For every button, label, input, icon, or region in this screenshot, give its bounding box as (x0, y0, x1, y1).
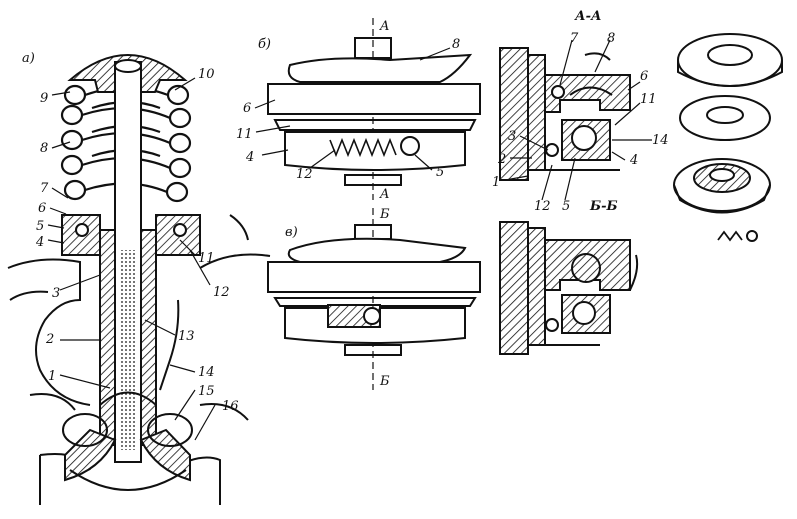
callout-aa-6: 6 (640, 69, 648, 84)
callout-aa-2: 2 (497, 152, 506, 167)
callout-a-11: 11 (198, 251, 215, 266)
panel-a-section-view (7, 54, 271, 505)
callout-aa-3: 3 (508, 129, 516, 144)
callout-aa-14: 14 (652, 133, 669, 148)
panel-v-view (267, 208, 481, 390)
panel-b-view (254, 18, 481, 200)
exploded-retainer-plate (677, 33, 783, 87)
callout-aa-1: 1 (492, 175, 500, 190)
callout-aa-11: 11 (640, 92, 657, 107)
callout-a-15: 15 (198, 384, 215, 399)
panel-b-title: б) (258, 37, 271, 52)
marker-b-bottom: Б (379, 374, 390, 389)
marker-a-top: A (379, 19, 389, 34)
exploded-rotator-body (673, 158, 771, 214)
callout-aa-7: 7 (570, 31, 579, 46)
valve-guide (99, 229, 116, 446)
callout-a-5: 5 (36, 219, 44, 234)
exploded-parts (673, 33, 783, 242)
callout-a-3: 3 (52, 286, 60, 301)
callout-b-11: 11 (236, 127, 253, 142)
section-aa-view (499, 39, 652, 201)
callout-b-6: 6 (243, 101, 251, 116)
callout-a-16: 16 (222, 399, 239, 414)
marker-a-bottom: A (379, 187, 389, 202)
callout-a-8: 8 (40, 141, 48, 156)
callout-a-6: 6 (38, 201, 46, 216)
callout-a-4: 4 (35, 235, 44, 250)
panel-b-labels: б) A 8 6 11 4 12 5 A (236, 19, 460, 202)
callout-a-2: 2 (45, 332, 54, 347)
section-aa-labels: А-А 7 8 6 11 3 14 2 4 1 12 5 (492, 9, 669, 214)
exploded-spring-and-ball (717, 230, 758, 242)
panel-a-labels: а) 9 10 8 7 6 5 4 11 3 12 2 13 1 14 15 1… (22, 51, 239, 414)
callout-a-9: 9 (40, 91, 48, 106)
panel-v-labels: в) Б Б (285, 207, 390, 389)
stem-cavity (121, 250, 135, 450)
valve-head (64, 428, 117, 482)
rotator-spring-b (329, 137, 397, 158)
callout-a-1: 1 (48, 369, 56, 384)
callout-aa-4: 4 (629, 153, 638, 168)
section-bb-title: Б-Б (589, 199, 618, 214)
panel-a-title: а) (22, 51, 35, 66)
callout-aa-12: 12 (534, 199, 551, 214)
callout-a-12: 12 (213, 285, 230, 300)
callout-b-12: 12 (296, 167, 313, 182)
marker-b-top: Б (379, 207, 390, 222)
callout-a-14: 14 (198, 365, 215, 380)
callout-b-4: 4 (245, 150, 254, 165)
callout-aa-5: 5 (562, 199, 570, 214)
panel-v-title: в) (285, 225, 298, 240)
section-aa-title: А-А (574, 9, 602, 24)
section-bb-view (499, 221, 639, 355)
callout-b-5: 5 (436, 165, 444, 180)
panel-a-leaders (47, 77, 216, 441)
callout-a-7: 7 (40, 181, 49, 196)
callout-aa-8: 8 (607, 31, 615, 46)
callout-a-13: 13 (178, 329, 195, 344)
callout-b-8: 8 (452, 37, 460, 52)
callout-a-10: 10 (198, 67, 215, 82)
exploded-spring-washer (679, 95, 771, 141)
